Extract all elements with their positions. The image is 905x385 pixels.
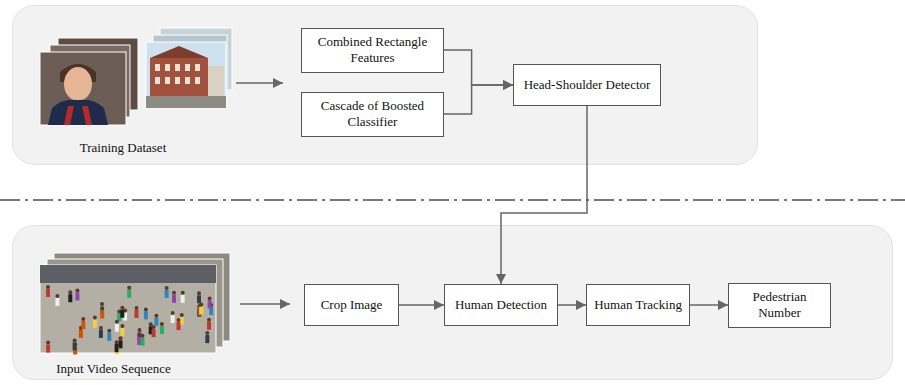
crowd-figure	[75, 288, 79, 292]
separator-line	[0, 199, 905, 201]
process-box: Pedestrian Number	[728, 283, 831, 328]
crowd-figure	[149, 322, 153, 326]
crowd-figure	[208, 300, 212, 308]
process-box: Human Detection	[444, 284, 558, 326]
crowd-figure	[73, 338, 77, 342]
crowd-figure	[120, 328, 124, 336]
crowd-figure	[197, 295, 201, 303]
crowd-figure	[135, 306, 139, 310]
crowd-figure	[119, 336, 123, 340]
panel-caption: Input Video Sequence	[26, 361, 201, 377]
crowd-figure	[75, 292, 79, 300]
crowd-figure	[171, 315, 175, 323]
box-label: Cascade of Boosted Classifier	[308, 98, 437, 131]
box-label: Human Tracking	[594, 297, 682, 313]
crowd-figure	[172, 291, 176, 295]
box-label: Pedestrian Number	[735, 289, 824, 322]
crowd-figure	[138, 328, 142, 332]
crowd-figure	[55, 294, 59, 298]
crowd-figure	[172, 295, 176, 303]
process-box: Cascade of Boosted Classifier	[301, 92, 444, 137]
flow-arrow	[444, 50, 513, 85]
crowd-figure	[160, 326, 164, 334]
crowd-figure	[154, 314, 158, 318]
crowd-figure	[141, 338, 145, 346]
crowd-figure	[120, 306, 124, 310]
box-label: Crop Image	[321, 297, 383, 313]
crowd-figure	[127, 290, 131, 298]
crowd-figure	[46, 289, 50, 297]
crowd-figure	[120, 324, 124, 328]
crowd-figure	[79, 330, 83, 338]
crowd-figure	[115, 340, 119, 344]
crowd-figure	[46, 285, 50, 289]
panel-caption: Training Dataset	[58, 140, 188, 156]
crowd-figure	[127, 286, 131, 290]
crowd-figure	[99, 330, 103, 338]
crowd-figure	[100, 311, 104, 319]
crowd-figure	[81, 317, 85, 321]
process-box: Crop Image	[304, 284, 399, 326]
crowd-figure	[199, 303, 203, 307]
crowd-figure	[199, 307, 203, 315]
crowd-figure	[99, 326, 103, 330]
crowd-figure	[208, 296, 212, 300]
crowd-figure	[165, 286, 169, 290]
process-box: Combined Rectangle Features	[301, 28, 444, 73]
flow-arrow	[690, 304, 728, 306]
crowd-figure	[180, 313, 184, 317]
crowd-figure	[107, 329, 111, 333]
crowd-figure	[115, 320, 119, 324]
crowd-figure	[55, 298, 59, 306]
crowd-figure	[207, 318, 211, 322]
crowd-figure	[160, 322, 164, 326]
crowd-figure	[144, 311, 148, 319]
crowd-figure	[46, 341, 50, 345]
training-image-stack	[40, 28, 232, 125]
crowd-figure	[73, 342, 77, 350]
crowd-figure	[171, 311, 175, 315]
crowd-figure	[207, 322, 211, 330]
box-label: Head-Shoulder Detector	[524, 77, 651, 93]
crowd-figure	[68, 290, 72, 294]
crowd-figure	[165, 290, 169, 298]
input-arrow	[240, 303, 290, 305]
crowd-figure	[68, 294, 72, 302]
crowd-figure	[141, 334, 145, 338]
crowd-figure	[154, 318, 158, 326]
video-frame-stack	[40, 253, 230, 354]
process-box: Head-Shoulder Detector	[513, 64, 661, 106]
crowd-figure	[205, 331, 209, 335]
crowd-figure	[135, 310, 139, 318]
crowd-figure	[93, 320, 97, 328]
crowd-figure	[177, 318, 181, 322]
crowd-figure	[100, 302, 104, 306]
crowd-figure	[120, 310, 124, 318]
crowd-figure	[181, 295, 185, 303]
crowd-figure	[81, 321, 85, 329]
flow-arrow	[399, 304, 444, 306]
crowd-figure	[115, 344, 119, 352]
crowd-figure	[205, 335, 209, 343]
crowd-figure	[181, 291, 185, 295]
crowd-figure	[93, 316, 97, 320]
flow-arrow	[444, 85, 513, 114]
crowd-figure	[107, 333, 111, 341]
crowd-figure	[115, 324, 119, 332]
crowd-figure	[100, 307, 104, 311]
flow-arrow	[558, 304, 586, 306]
crowd-figure	[46, 345, 50, 353]
box-label: Combined Rectangle Features	[308, 34, 437, 67]
flow-arrow	[501, 106, 587, 284]
process-box: Human Tracking	[586, 284, 690, 326]
box-label: Human Detection	[455, 297, 547, 313]
crowd-figure	[197, 291, 201, 295]
crowd-figure	[152, 329, 156, 337]
input-arrow	[236, 82, 283, 84]
crowd-figure	[177, 322, 181, 330]
crowd-figure	[144, 307, 148, 311]
crowd-figure	[119, 340, 123, 348]
